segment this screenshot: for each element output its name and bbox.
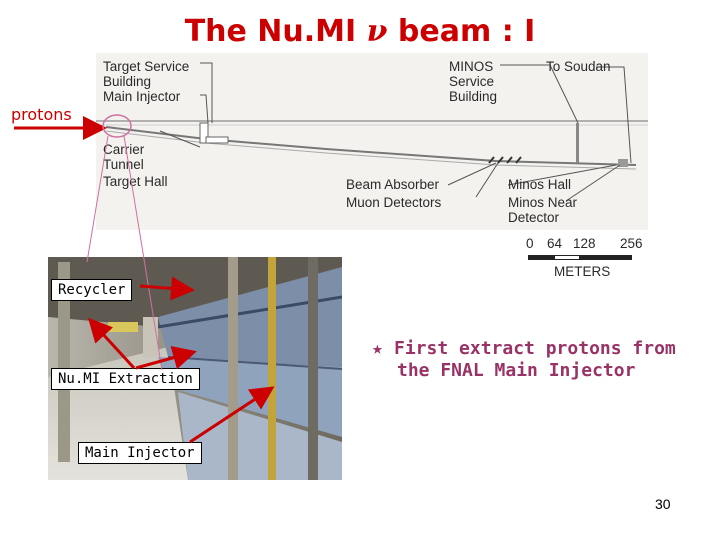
- callout-recycler: Recycler: [51, 279, 133, 301]
- scale-tick-128: 128: [573, 236, 596, 251]
- beamline-diagram: Target Service Building Main Injector Ca…: [96, 53, 648, 230]
- label-to-soudan: To Soudan: [546, 59, 611, 74]
- extraction-arrow-2: [135, 346, 197, 370]
- label-minos-hall: Minos Hall: [508, 177, 572, 192]
- bullet-line-1: First extract protons from: [394, 338, 676, 359]
- title-prefix: The Nu.MI: [184, 14, 357, 49]
- page-number: 30: [655, 496, 671, 512]
- bullet-line-2: the FNAL Main Injector: [397, 360, 636, 381]
- callout-numi-extraction: Nu.MI Extraction: [51, 368, 200, 390]
- recycler-arrow: [139, 276, 195, 301]
- bullet-text: ★ First extract protons from the FNAL Mai…: [372, 338, 702, 382]
- title-suffix: beam : I: [397, 14, 536, 49]
- label-target-hall: Target Hall: [103, 174, 168, 189]
- label-minos-service: MINOS Service Building: [449, 59, 498, 104]
- label-minos-near-detector: Minos Near Detector: [508, 195, 578, 225]
- label-carrier-tunnel: Carrier Tunnel: [103, 142, 145, 172]
- protons-label: protons: [11, 105, 72, 124]
- extraction-arrow-1: [87, 317, 136, 370]
- zoom-line-left: [86, 135, 109, 263]
- scale-bar: 0 64 128 256 METERS: [520, 234, 650, 280]
- label-beam-absorber: Beam Absorber: [346, 177, 440, 192]
- scale-unit: METERS: [554, 264, 611, 279]
- zoom-line-right: [123, 135, 163, 371]
- label-muon-detectors: Muon Detectors: [346, 195, 442, 210]
- label-main-injector: Main Injector: [103, 89, 181, 104]
- callout-main-injector: Main Injector: [78, 442, 202, 464]
- star-bullet-icon: ★: [372, 338, 383, 359]
- beamline-drawing: [96, 62, 648, 202]
- slide-title: The Nu.MI ν beam : I: [150, 14, 570, 49]
- zoom-circle: [102, 114, 132, 138]
- main-injector-arrow: [189, 386, 275, 444]
- scale-tick-256: 256: [620, 236, 643, 251]
- nu-symbol: ν: [366, 14, 388, 49]
- scale-tick-0: 0: [526, 236, 534, 251]
- label-target-service: Target Service Building: [103, 59, 190, 89]
- scale-tick-64: 64: [547, 236, 563, 251]
